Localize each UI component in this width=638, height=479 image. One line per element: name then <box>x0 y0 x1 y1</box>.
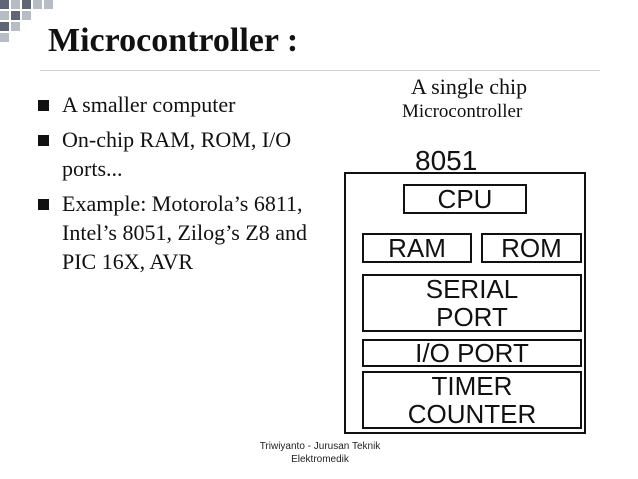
corner-decoration <box>11 11 20 20</box>
bullet-text: On-chip RAM, ROM, I/O ports... <box>62 127 292 181</box>
corner-decoration <box>0 11 9 20</box>
corner-decoration <box>33 0 42 9</box>
corner-decoration <box>0 0 9 9</box>
square-bullet-icon <box>38 135 49 146</box>
corner-decoration <box>11 22 20 31</box>
corner-decoration <box>0 22 9 31</box>
square-bullet-icon <box>38 199 49 210</box>
serial-port-block: SERIAL PORT <box>362 274 582 332</box>
bullet-item: A smaller computer <box>36 90 336 119</box>
timer-counter-block: TIMER COUNTER <box>362 371 582 429</box>
diagram-caption: A single chip <box>411 74 528 99</box>
cpu-block: CPU <box>403 184 527 214</box>
slide-footer: Triwiyanto - Jurusan Teknik Elektromedik <box>259 441 381 465</box>
corner-decoration <box>11 0 20 9</box>
bullet-list: A smaller computer On-chip RAM, ROM, I/O… <box>36 90 336 282</box>
bullet-item: Example: Motorola’s 6811, Intel’s 8051, … <box>36 189 336 276</box>
ram-block: RAM <box>362 233 472 263</box>
corner-decoration <box>22 11 31 20</box>
chip-name-label: 8051 <box>415 145 478 176</box>
io-port-block: I/O PORT <box>362 339 582 367</box>
bullet-text: Example: Motorola’s 6811, Intel’s 8051, … <box>62 191 308 274</box>
diagram-caption-sub: Microcontroller <box>402 101 523 122</box>
bullet-text: A smaller computer <box>62 92 236 117</box>
corner-decoration <box>44 0 53 9</box>
corner-decoration <box>22 0 31 9</box>
chip-outline <box>344 172 586 434</box>
square-bullet-icon <box>38 100 49 111</box>
slide-title: Microcontroller : <box>48 22 299 59</box>
rom-block: ROM <box>481 233 582 263</box>
title-divider <box>40 70 600 71</box>
bullet-item: On-chip RAM, ROM, I/O ports... <box>36 125 336 183</box>
corner-decoration <box>0 33 9 42</box>
